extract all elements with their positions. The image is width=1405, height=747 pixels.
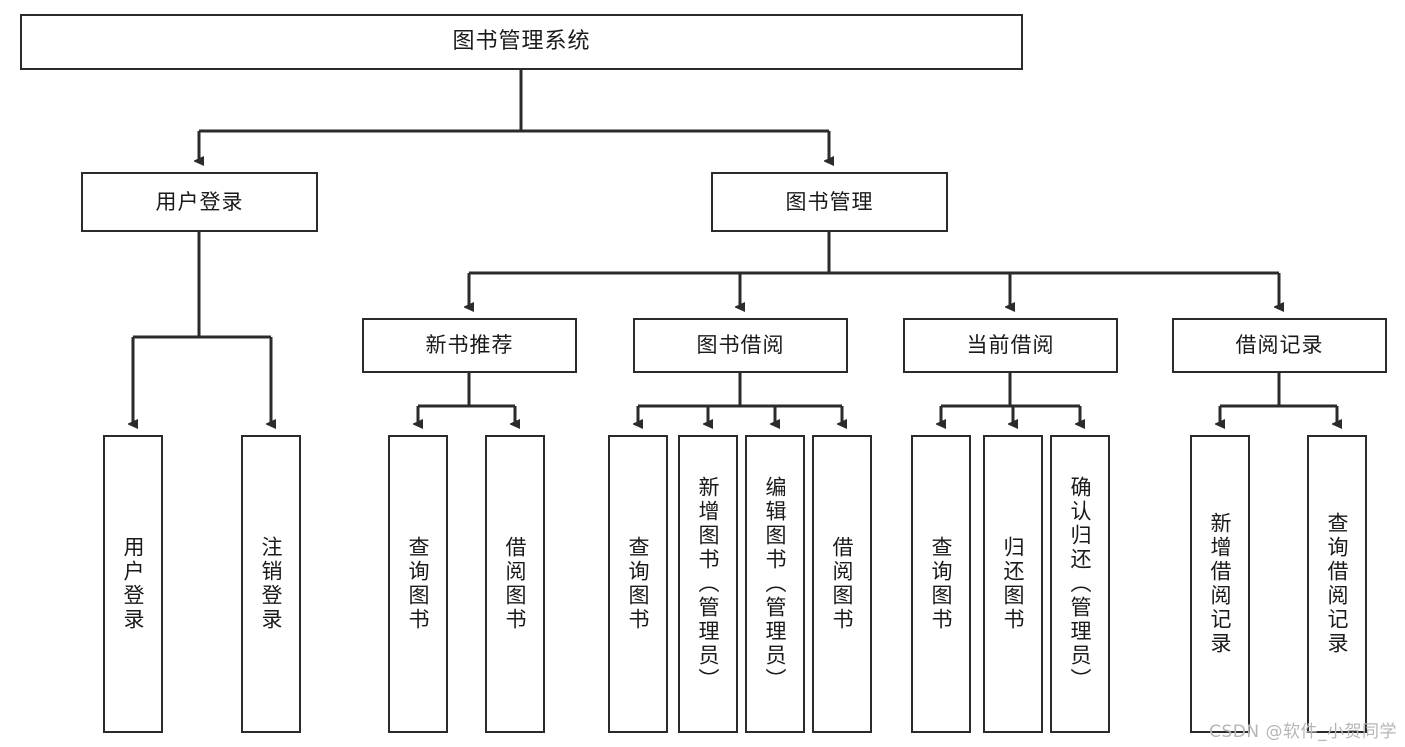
node-leaf5[interactable]: 查询图书 [608, 435, 668, 733]
node-label: 图书借阅 [696, 333, 785, 358]
node-records[interactable]: 借阅记录 [1172, 318, 1387, 373]
node-label: 图书管理 [785, 189, 874, 214]
node-borrow[interactable]: 图书借阅 [633, 318, 848, 373]
node-bookmgmt[interactable]: 图书管理 [711, 172, 948, 232]
node-leaf2[interactable]: 注销登录 [241, 435, 301, 733]
node-login[interactable]: 用户登录 [81, 172, 318, 232]
node-leaf9[interactable]: 查询图书 [911, 435, 971, 733]
node-leaf6[interactable]: 新增图书（管理员） [678, 435, 738, 733]
node-label: 新增图书（管理员） [696, 476, 721, 692]
node-label: 查询图书 [929, 536, 954, 632]
node-current[interactable]: 当前借阅 [903, 318, 1118, 373]
node-label: 归还图书 [1001, 536, 1026, 632]
node-label: 确认归还（管理员） [1068, 476, 1093, 692]
node-label: 当前借阅 [966, 333, 1055, 358]
node-label: 编辑图书（管理员） [763, 476, 788, 692]
node-label: 查询借阅记录 [1325, 512, 1350, 656]
node-label: 借阅记录 [1235, 333, 1324, 358]
node-label: 借阅图书 [830, 536, 855, 632]
node-leaf13[interactable]: 查询借阅记录 [1307, 435, 1367, 733]
node-leaf8[interactable]: 借阅图书 [812, 435, 872, 733]
node-newbook[interactable]: 新书推荐 [362, 318, 577, 373]
node-label: 新书推荐 [425, 333, 514, 358]
node-label: 查询图书 [406, 536, 431, 632]
node-leaf4[interactable]: 借阅图书 [485, 435, 545, 733]
node-root[interactable]: 图书管理系统 [20, 14, 1023, 70]
node-label: 用户登录 [155, 189, 244, 214]
node-leaf12[interactable]: 新增借阅记录 [1190, 435, 1250, 733]
watermark: CSDN @软件_小贺同学 [1209, 722, 1397, 742]
node-leaf3[interactable]: 查询图书 [388, 435, 448, 733]
node-leaf1[interactable]: 用户登录 [103, 435, 163, 733]
node-label: 借阅图书 [503, 536, 528, 632]
node-label: 查询图书 [626, 536, 651, 632]
node-label: 图书管理系统 [452, 29, 591, 55]
node-leaf7[interactable]: 编辑图书（管理员） [745, 435, 805, 733]
node-leaf11[interactable]: 确认归还（管理员） [1050, 435, 1110, 733]
node-leaf10[interactable]: 归还图书 [983, 435, 1043, 733]
node-label: 新增借阅记录 [1208, 512, 1233, 656]
node-label: 用户登录 [121, 536, 146, 632]
node-label: 注销登录 [259, 536, 284, 632]
